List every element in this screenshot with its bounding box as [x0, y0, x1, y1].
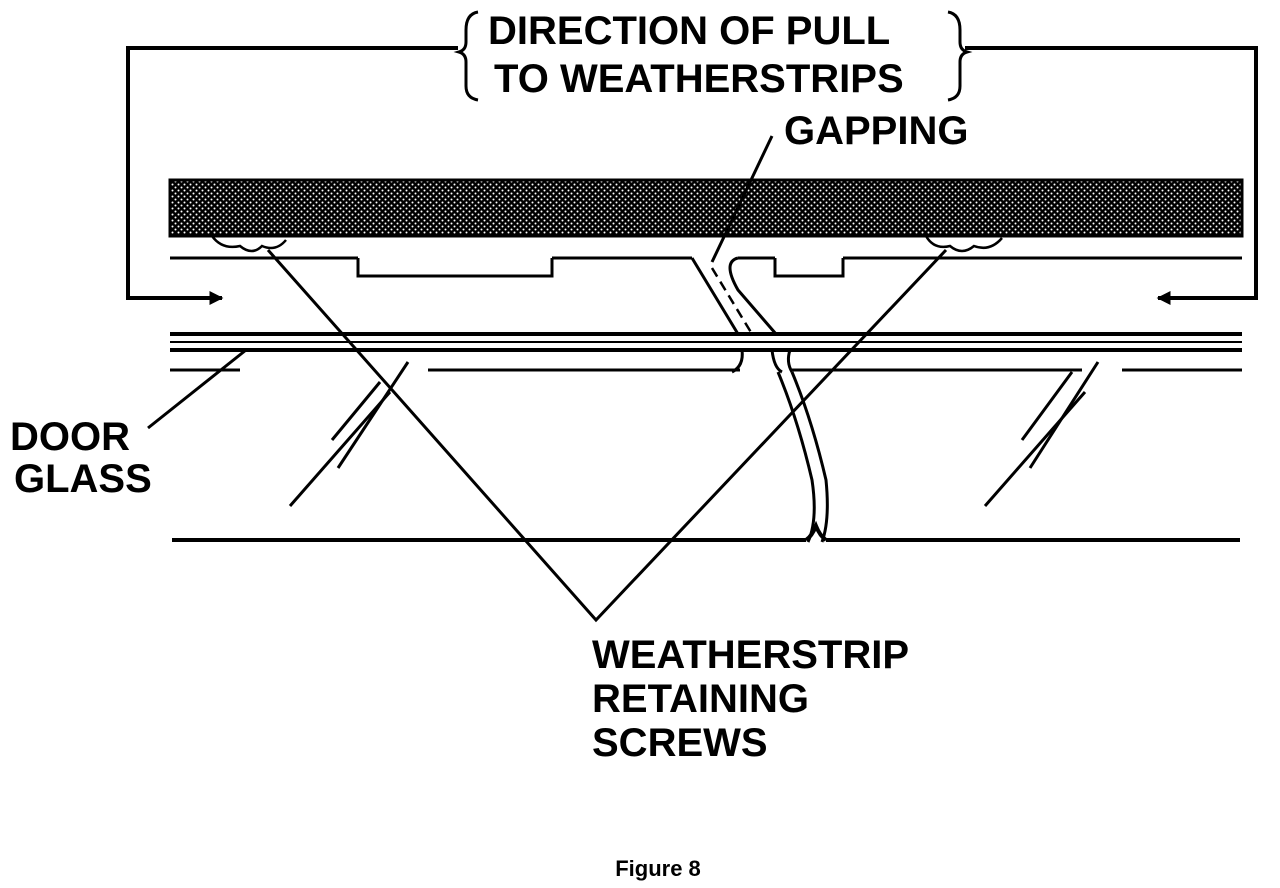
- direction-label-line2: TO WEATHERSTRIPS: [494, 57, 904, 101]
- screws-leader: [266, 248, 948, 623]
- leader-lines: [147, 135, 948, 623]
- glass-reflection-marks: [288, 361, 1100, 507]
- right-brace: [947, 10, 973, 102]
- left-pull-arrow: [126, 46, 458, 305]
- right-pull-arrow: [965, 46, 1258, 305]
- pull-direction-bracket: [126, 10, 1258, 305]
- glass-channel: [170, 332, 1242, 372]
- right-screw-head: [924, 235, 1003, 253]
- weatherstrip-bar: [168, 178, 1244, 238]
- door-glass-label-line2: GLASS: [14, 457, 152, 501]
- door-glass-label-line1: DOOR: [10, 415, 130, 459]
- figure-caption: Figure 8: [615, 856, 701, 881]
- glass-bottom-line: [172, 520, 1240, 542]
- screws-label-line1: WEATHERSTRIP: [592, 633, 909, 677]
- gapping-section: [690, 256, 829, 543]
- gapping-leader: [710, 135, 774, 263]
- left-brace: [453, 10, 479, 102]
- direction-label-line1: DIRECTION OF PULL: [488, 9, 890, 53]
- screws-label-line2: RETAINING: [592, 677, 809, 721]
- door-glass-leader: [147, 348, 247, 430]
- retainer-strip: [170, 256, 1242, 278]
- left-screw-head: [210, 235, 287, 253]
- gapping-label: GAPPING: [784, 109, 968, 153]
- screws-label-line3: SCREWS: [592, 721, 768, 765]
